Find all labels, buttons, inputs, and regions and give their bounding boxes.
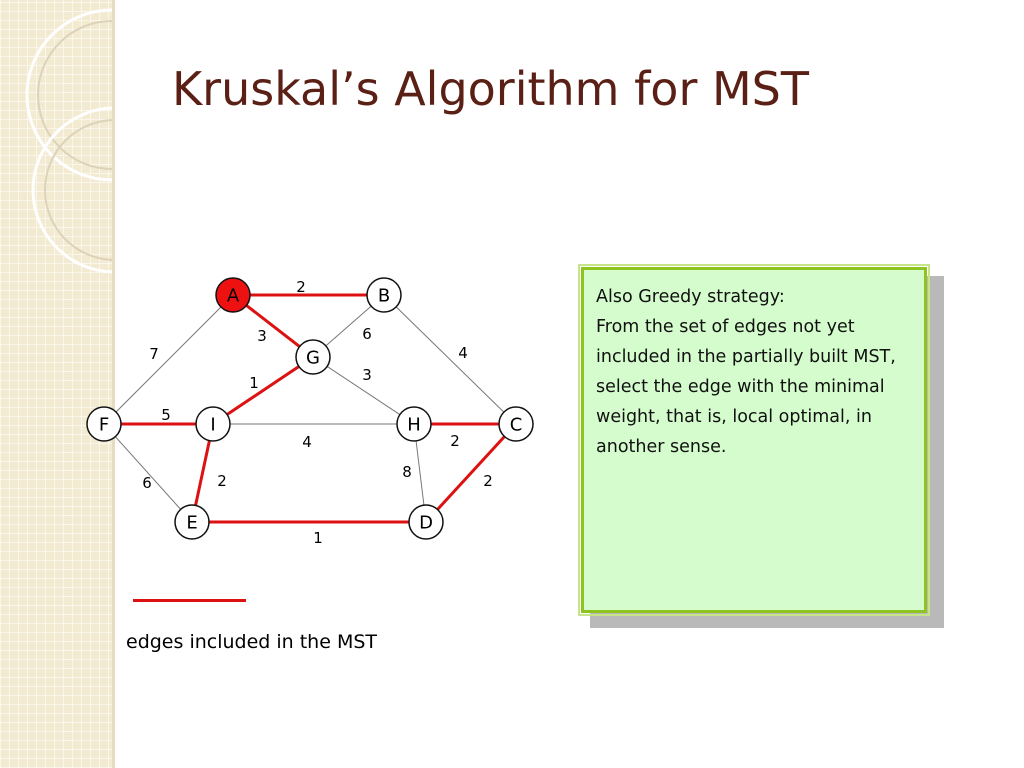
node-circle-a — [215, 277, 251, 313]
legend-label: edges included in the MST — [126, 631, 378, 653]
node-f: F — [86, 406, 122, 442]
node-a: A — [215, 277, 251, 313]
node-label-f: F — [99, 415, 109, 436]
node-label-d: D — [419, 513, 433, 534]
edge-weight-a-b: 2 — [296, 278, 306, 296]
node-circle-f — [86, 406, 122, 442]
edge-weight-b-c: 4 — [458, 344, 468, 362]
node-e: E — [174, 504, 210, 540]
edge-weight-h-d: 8 — [402, 463, 412, 481]
node-label-g: G — [306, 348, 320, 369]
sidebar-rings — [25, 8, 112, 274]
note-heading: Also Greedy strategy: — [596, 287, 785, 307]
edge-weight-h-c: 2 — [450, 432, 460, 450]
node-circle-h — [396, 406, 432, 442]
edge-g-h — [326, 365, 401, 416]
graph-nodes: A B G F I H C E D — [86, 277, 534, 540]
edge-weight-a-f: 7 — [149, 345, 159, 363]
edge-f-e — [114, 436, 182, 510]
node-label-b: B — [378, 286, 390, 307]
node-label-c: C — [510, 415, 523, 436]
edge-b-g — [325, 305, 372, 347]
edge-weight-f-e: 6 — [142, 474, 152, 492]
sidebar-divider — [112, 0, 115, 768]
graph-edge-weights: 2 3 6 7 4 1 3 5 4 2 6 2 8 2 1 — [142, 278, 493, 547]
node-circle-b — [366, 277, 402, 313]
node-g: G — [295, 339, 331, 375]
node-h: H — [396, 406, 432, 442]
slide-title: Kruskal’s Algorithm for MST — [172, 62, 809, 116]
strategy-note-box: Also Greedy strategy: From the set of ed… — [578, 264, 930, 616]
node-b: B — [366, 277, 402, 313]
node-circle-e — [174, 504, 210, 540]
node-circle-c — [498, 406, 534, 442]
edge-weight-e-d: 1 — [313, 529, 323, 547]
edge-weight-i-e: 2 — [217, 472, 227, 490]
edge-weight-a-g: 3 — [257, 327, 267, 345]
edge-a-f — [115, 306, 222, 413]
edge-i-e — [194, 440, 211, 506]
edge-weight-g-i: 1 — [249, 374, 259, 392]
node-i: I — [195, 406, 231, 442]
decorative-sidebar — [0, 0, 112, 768]
edge-b-c — [395, 306, 505, 413]
edge-weight-b-g: 6 — [362, 325, 372, 343]
node-label-h: H — [407, 415, 421, 436]
node-label-i: I — [210, 415, 215, 436]
note-body: From the set of edges not yet included i… — [596, 317, 896, 457]
edge-c-d — [436, 435, 506, 511]
node-label-a: A — [227, 286, 240, 307]
edge-a-g — [245, 304, 301, 348]
edge-weight-f-i: 5 — [161, 406, 171, 424]
edge-g-i — [226, 365, 300, 416]
node-d: D — [408, 504, 444, 540]
graph-edges — [114, 293, 506, 524]
node-circle-d — [408, 504, 444, 540]
node-label-e: E — [186, 513, 197, 534]
node-c: C — [498, 406, 534, 442]
legend-mst-edge-swatch — [133, 599, 246, 602]
node-circle-g — [295, 339, 331, 375]
edge-weight-c-d: 2 — [483, 472, 493, 490]
node-circle-i — [195, 406, 231, 442]
edge-weight-g-h: 3 — [362, 366, 372, 384]
edge-h-d — [415, 440, 425, 506]
edge-weight-i-h: 4 — [302, 433, 312, 451]
